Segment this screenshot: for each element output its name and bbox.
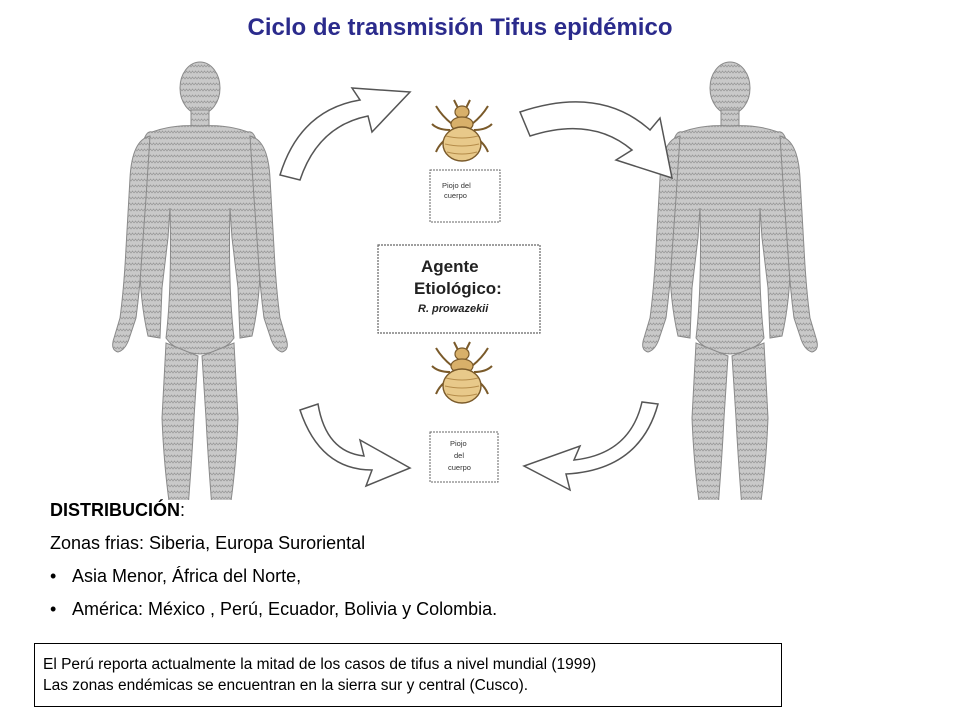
vector-label-bottom-line1: Piojo [450,439,467,448]
curved-arrow-icon-bottom-left [299,403,412,488]
note-line-2: Las zonas endémicas se encuentran en la … [43,677,529,694]
agent-label-line2: Etiológico: [414,279,502,298]
list-item: • Asia Menor, África del Norte, [50,566,750,587]
page-title: Ciclo de transmisión Tifus epidémico [247,14,673,41]
agent-label-line1: Agente [421,257,479,276]
distribution-heading: DISTRIBUCIÓN: [50,500,186,520]
bullet-icon: • [50,566,57,586]
vector-label-box-bottom [429,431,499,483]
vector-label-box-top [429,169,501,223]
list-item-text: Asia Menor, África del Norte, [72,566,302,586]
transmission-cycle-diagram: Piojo del cuerpo Agente Etiológico: R. p… [112,61,818,500]
list-item: • América: México , Perú, Ecuador, Boliv… [50,599,750,620]
note-line-1: El Perú reporta actualmente la mitad de … [43,656,597,673]
vector-label-bottom-line3: cuerpo [448,463,471,472]
distribution-list: • Asia Menor, África del Norte, • Améric… [50,566,750,620]
human-silhouette-left-icon [112,61,288,500]
distribution-section: DISTRIBUCIÓN: Zonas frias: Siberia, Euro… [50,500,750,632]
curved-arrow-icon-bottom-right [522,401,659,492]
agent-box [377,244,541,334]
list-item-text: América: México , Perú, Ecuador, Bolivia… [72,599,498,619]
distribution-intro: Zonas frias: Siberia, Europa Suroriental [50,533,366,553]
bullet-icon: • [50,599,57,619]
curved-arrow-icon-top-right [518,101,673,180]
human-silhouette-right-icon [642,61,818,500]
vector-label-bottom-line2: del [454,451,464,460]
louse-icon-top [431,99,493,162]
vector-label-top-line1: Piojo del [442,181,471,190]
louse-icon-bottom [431,341,493,404]
agent-name: R. prowazekii [418,303,489,315]
curved-arrow-icon-top-left [279,87,412,181]
vector-label-top-line2: cuerpo [444,191,467,200]
note-box: El Perú reporta actualmente la mitad de … [34,643,782,707]
